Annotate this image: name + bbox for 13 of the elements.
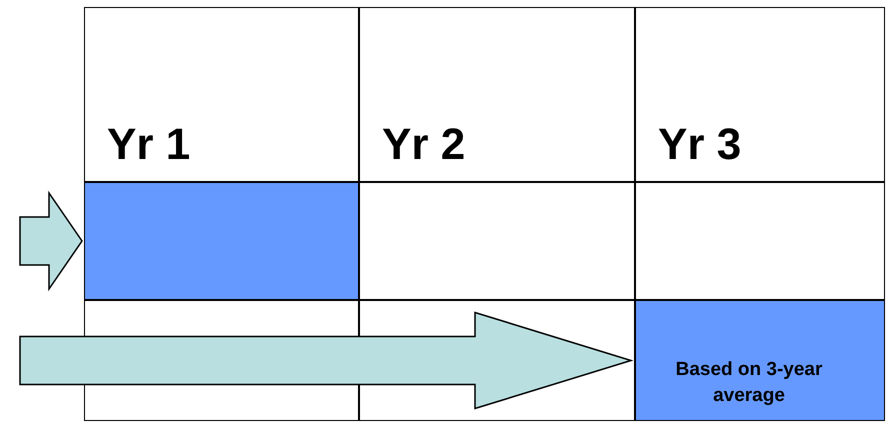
table-cell xyxy=(635,182,885,300)
column-heading: Yr 2 xyxy=(382,123,466,167)
cell-note: Based on 3-year average xyxy=(674,358,824,408)
table-cell xyxy=(635,7,885,182)
block-arrow xyxy=(19,190,83,292)
block-arrow xyxy=(19,311,634,410)
table-cell xyxy=(84,7,359,182)
highlighted-cell xyxy=(635,300,885,421)
column-heading: Yr 3 xyxy=(658,123,742,167)
table-cell xyxy=(359,182,635,300)
table-cell xyxy=(359,7,635,182)
column-heading: Yr 1 xyxy=(107,123,190,167)
highlighted-cell xyxy=(84,182,359,300)
